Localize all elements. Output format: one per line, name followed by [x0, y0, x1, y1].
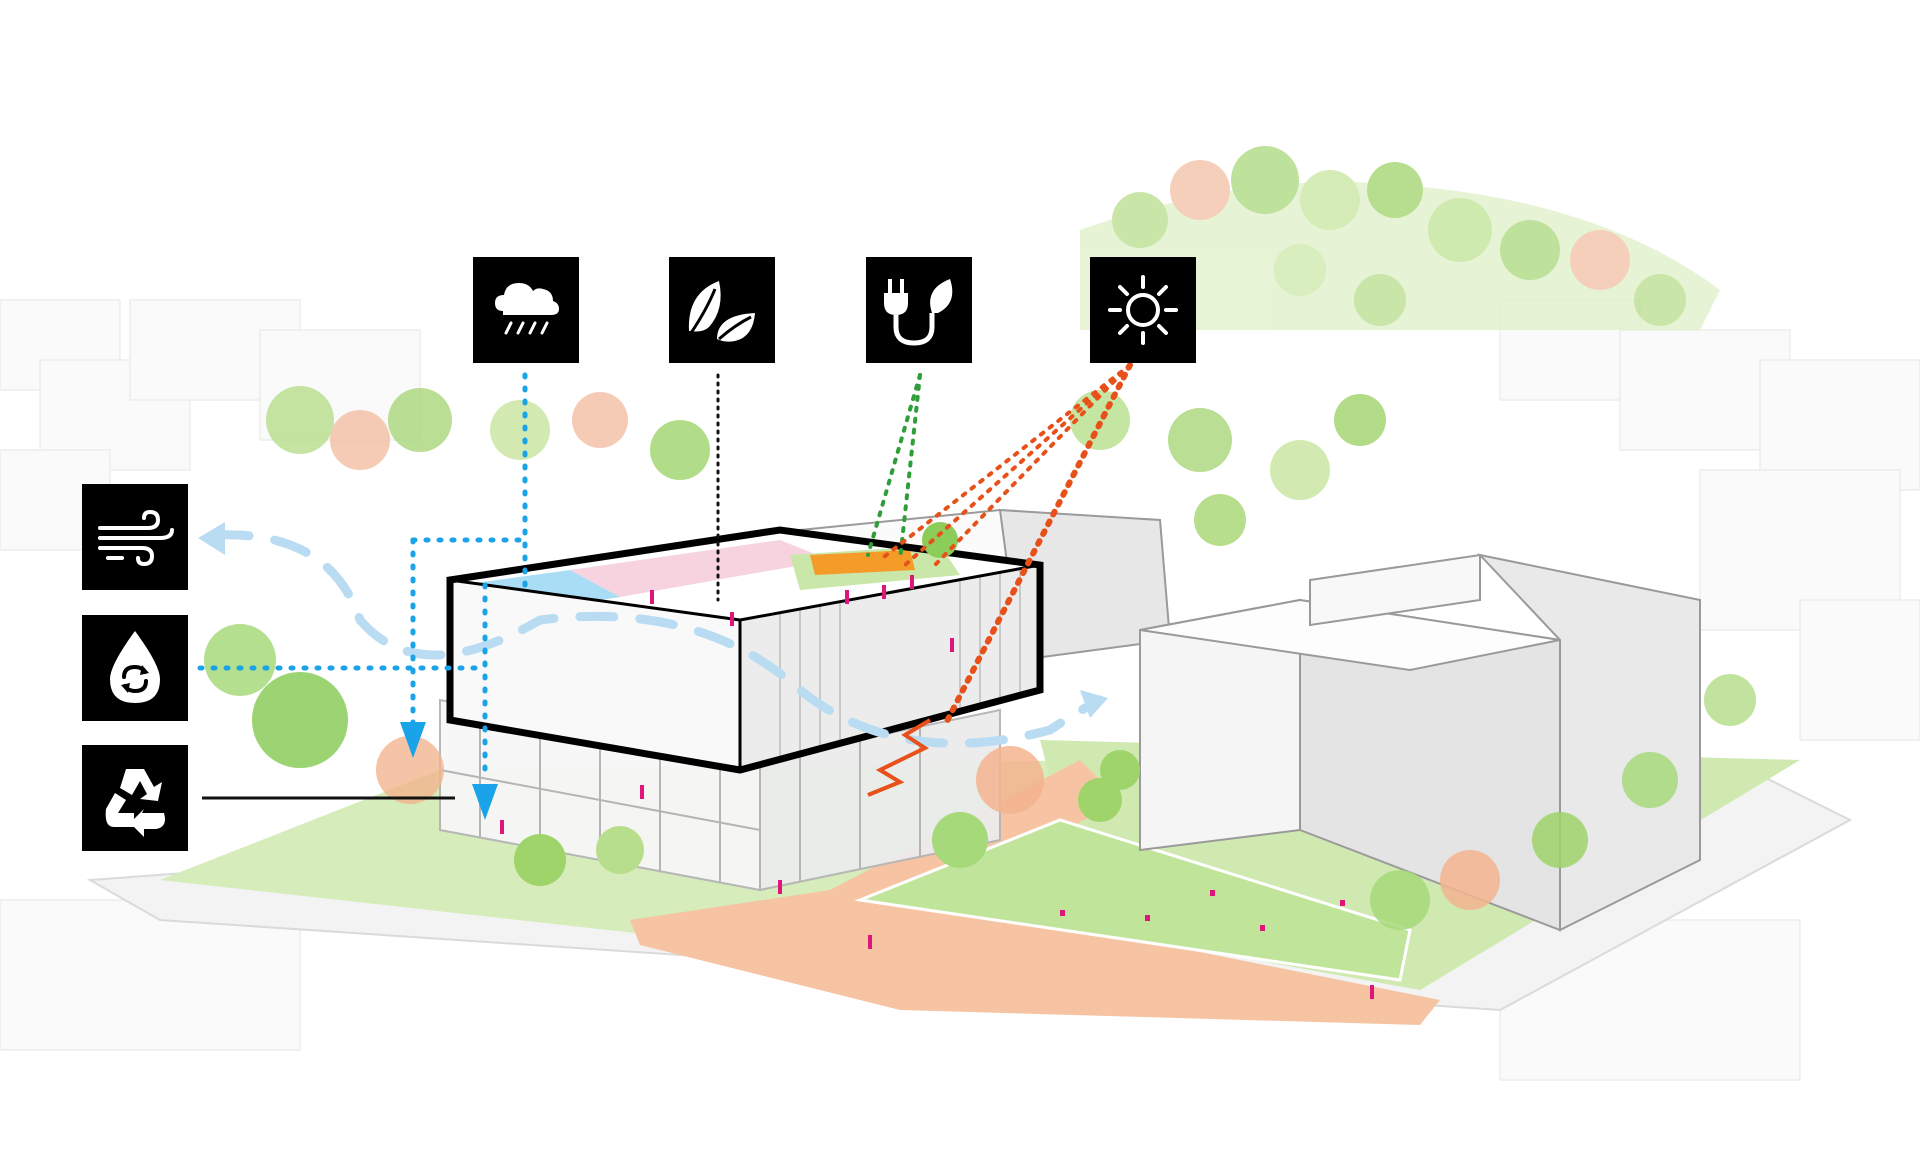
solar-panels [810, 550, 915, 575]
rain-cloud-icon [473, 257, 579, 363]
solar-zigzag [867, 718, 932, 797]
lawn [854, 818, 1412, 982]
water-arrow-1 [400, 722, 426, 758]
air-flow-arrow-start [198, 522, 225, 555]
mid-trees [266, 386, 1386, 500]
people-figures [500, 575, 1374, 999]
leaf-icon [669, 257, 775, 363]
recycle-icon [82, 745, 188, 851]
roof-garden-pink [570, 540, 830, 597]
background-hill-trees [1080, 146, 1720, 330]
water-arrow-2 [472, 784, 498, 820]
water-recycle-icon [82, 615, 188, 721]
plaza-path [630, 760, 1440, 1025]
foreground-trees [204, 494, 1756, 930]
plug-leaf-icon [866, 257, 972, 363]
energy-lines [866, 373, 922, 562]
water-flow-lines [197, 372, 528, 783]
air-flow-path [210, 530, 1105, 748]
air-flow-arrow-end [1080, 690, 1108, 718]
solar-lines [878, 362, 1133, 728]
wind-icon [82, 484, 188, 590]
sun-icon [1090, 257, 1196, 363]
neighbour-buildings [799, 508, 1701, 932]
